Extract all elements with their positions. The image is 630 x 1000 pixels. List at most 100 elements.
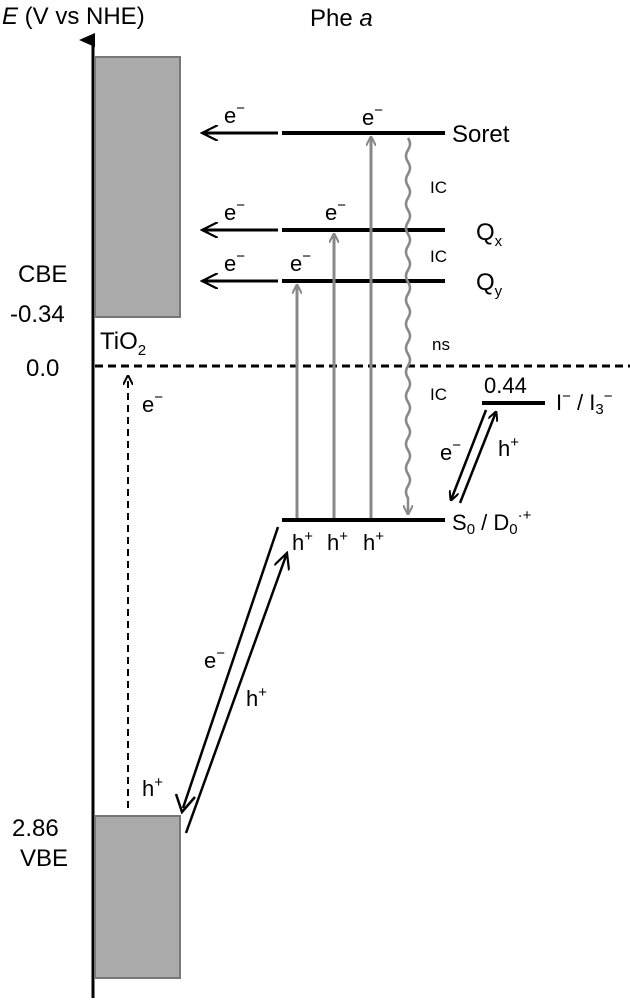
electron-label-qy: e− xyxy=(290,248,311,276)
electron-sup: − xyxy=(154,389,163,406)
axis-label: E (V vs NHE) xyxy=(2,3,145,30)
iodide-sup: − xyxy=(562,388,571,405)
electron-label-injection-qx: e− xyxy=(224,197,245,225)
hole-label-qx: h+ xyxy=(327,528,348,555)
svg-text:h+: h+ xyxy=(246,684,267,711)
electron-sup: − xyxy=(302,248,311,265)
hole-main: h xyxy=(292,530,304,555)
redox-hole-arrow xyxy=(458,412,496,504)
svg-text:e−: e− xyxy=(204,645,225,673)
s0-main: S xyxy=(452,510,467,535)
cbe-value: -0.34 xyxy=(10,301,65,328)
qy-label: Qy xyxy=(476,269,503,300)
svg-text:e−: e− xyxy=(224,100,245,128)
ic-label-2: IC xyxy=(430,247,447,266)
triiodide-sup: − xyxy=(604,388,613,405)
hole-label-redox: h+ xyxy=(498,434,519,461)
electron-label-injection-qy: e− xyxy=(224,248,245,276)
electron-label-redox: e− xyxy=(440,437,461,465)
electron-label-diagonal: e− xyxy=(204,645,225,673)
electron-main: e xyxy=(325,200,337,225)
hole-main: h xyxy=(327,530,339,555)
hole-label-qy: h+ xyxy=(292,528,313,555)
tio2-label-main: TiO xyxy=(100,328,138,355)
ic-label-3: IC xyxy=(430,385,447,404)
soret-label: Soret xyxy=(452,121,510,148)
axis-label-units: (V vs NHE) xyxy=(18,3,145,30)
qy-label-main: Q xyxy=(476,269,495,296)
svg-text:e−: e− xyxy=(224,197,245,225)
redox-sep: / I xyxy=(571,390,595,415)
hole-sup: + xyxy=(510,434,519,451)
svg-text:h+: h+ xyxy=(363,528,384,555)
cbe-label: CBE xyxy=(18,261,67,288)
qx-label: Qx xyxy=(476,219,503,250)
tio2-label-sub: 2 xyxy=(138,342,146,359)
s0-d0-label: S0 / D0·+ xyxy=(452,507,532,538)
hole-transfer-arrowhead xyxy=(174,793,196,815)
tio2-valence-band xyxy=(94,815,181,979)
title-main: Phe xyxy=(310,5,359,32)
hole-sup: + xyxy=(154,774,163,791)
hole-sup: + xyxy=(339,528,348,545)
ns-label: ns xyxy=(432,335,450,354)
svg-text:e−: e− xyxy=(224,248,245,276)
d0-sup: ·+ xyxy=(518,507,532,524)
electron-main: e xyxy=(224,103,236,128)
tio2-label: TiO2 xyxy=(100,328,146,359)
ic-label-1: IC xyxy=(430,178,447,197)
zero-label: 0.0 xyxy=(26,355,59,382)
axis-label-symbol: E xyxy=(2,3,19,30)
hole-sup: + xyxy=(258,684,267,701)
s0-sep: / D xyxy=(475,510,509,535)
electron-sup: − xyxy=(236,197,245,214)
qx-label-sub: x xyxy=(495,233,503,250)
electron-sup: − xyxy=(337,197,346,214)
tio2-conduction-band xyxy=(94,56,181,318)
hole-main: h xyxy=(246,686,258,711)
svg-text:e−: e− xyxy=(362,102,383,130)
hole-main: h xyxy=(142,776,154,801)
electron-main: e xyxy=(204,648,216,673)
hole-main: h xyxy=(498,436,510,461)
hole-sup: + xyxy=(375,528,384,545)
hole-label-vbe: h+ xyxy=(142,774,163,801)
electron-main: e xyxy=(224,200,236,225)
electron-main: e xyxy=(440,440,452,465)
electron-sup: − xyxy=(216,645,225,662)
electron-sup: − xyxy=(452,437,461,454)
electron-label-dashed: e− xyxy=(142,389,163,417)
d0-sub: 0 xyxy=(509,521,517,538)
hole-main: h xyxy=(363,530,375,555)
qx-label-main: Q xyxy=(476,219,495,246)
vbe-value: 2.86 xyxy=(12,815,59,842)
redox-electron-arrow xyxy=(451,409,488,500)
qy-label-sub: y xyxy=(495,283,503,300)
electron-main: e xyxy=(142,392,154,417)
title-italic: a xyxy=(359,5,372,32)
svg-text:h+: h+ xyxy=(292,528,313,555)
svg-text:h+: h+ xyxy=(327,528,348,555)
triiodide-sub: 3 xyxy=(595,401,603,418)
electron-label-qx: e− xyxy=(325,197,346,225)
electron-main: e xyxy=(224,251,236,276)
svg-text:e−: e− xyxy=(440,437,461,465)
electron-label-injection-soret: e− xyxy=(224,100,245,128)
svg-text:h+: h+ xyxy=(498,434,519,461)
hole-transfer-arrow xyxy=(181,526,280,809)
electron-sup: − xyxy=(236,248,245,265)
svg-text:e−: e− xyxy=(290,248,311,276)
vbe-label: VBE xyxy=(20,845,68,872)
hole-label-diagonal: h+ xyxy=(246,684,267,711)
svg-text:h+: h+ xyxy=(142,774,163,801)
redox-value: 0.44 xyxy=(484,373,527,398)
electron-sup: − xyxy=(236,100,245,117)
electron-main: e xyxy=(362,105,374,130)
diagram-title: Phe a xyxy=(310,5,373,32)
electron-transfer-arrow xyxy=(184,553,287,834)
redox-couple-label: I− / I3− xyxy=(556,388,613,418)
electron-sup: − xyxy=(374,102,383,119)
internal-conversion-arrow xyxy=(406,137,410,514)
electron-main: e xyxy=(290,251,302,276)
